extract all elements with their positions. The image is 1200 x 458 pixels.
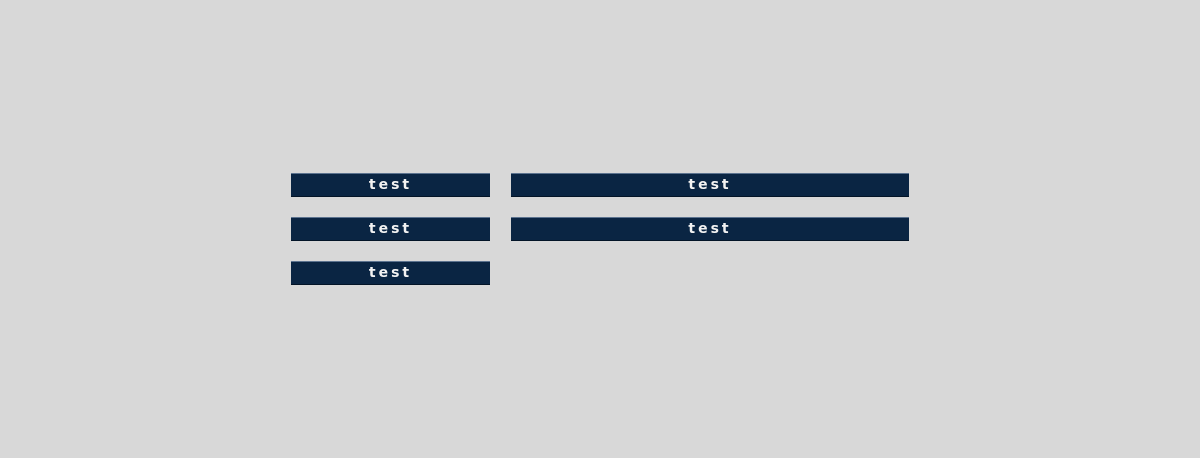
test-button[interactable]: test <box>291 261 490 285</box>
test-button[interactable]: test <box>291 217 490 241</box>
button-grid: test test test test test <box>291 173 909 285</box>
test-button[interactable]: test <box>511 217 909 241</box>
test-button[interactable]: test <box>291 173 490 197</box>
test-button[interactable]: test <box>511 173 909 197</box>
